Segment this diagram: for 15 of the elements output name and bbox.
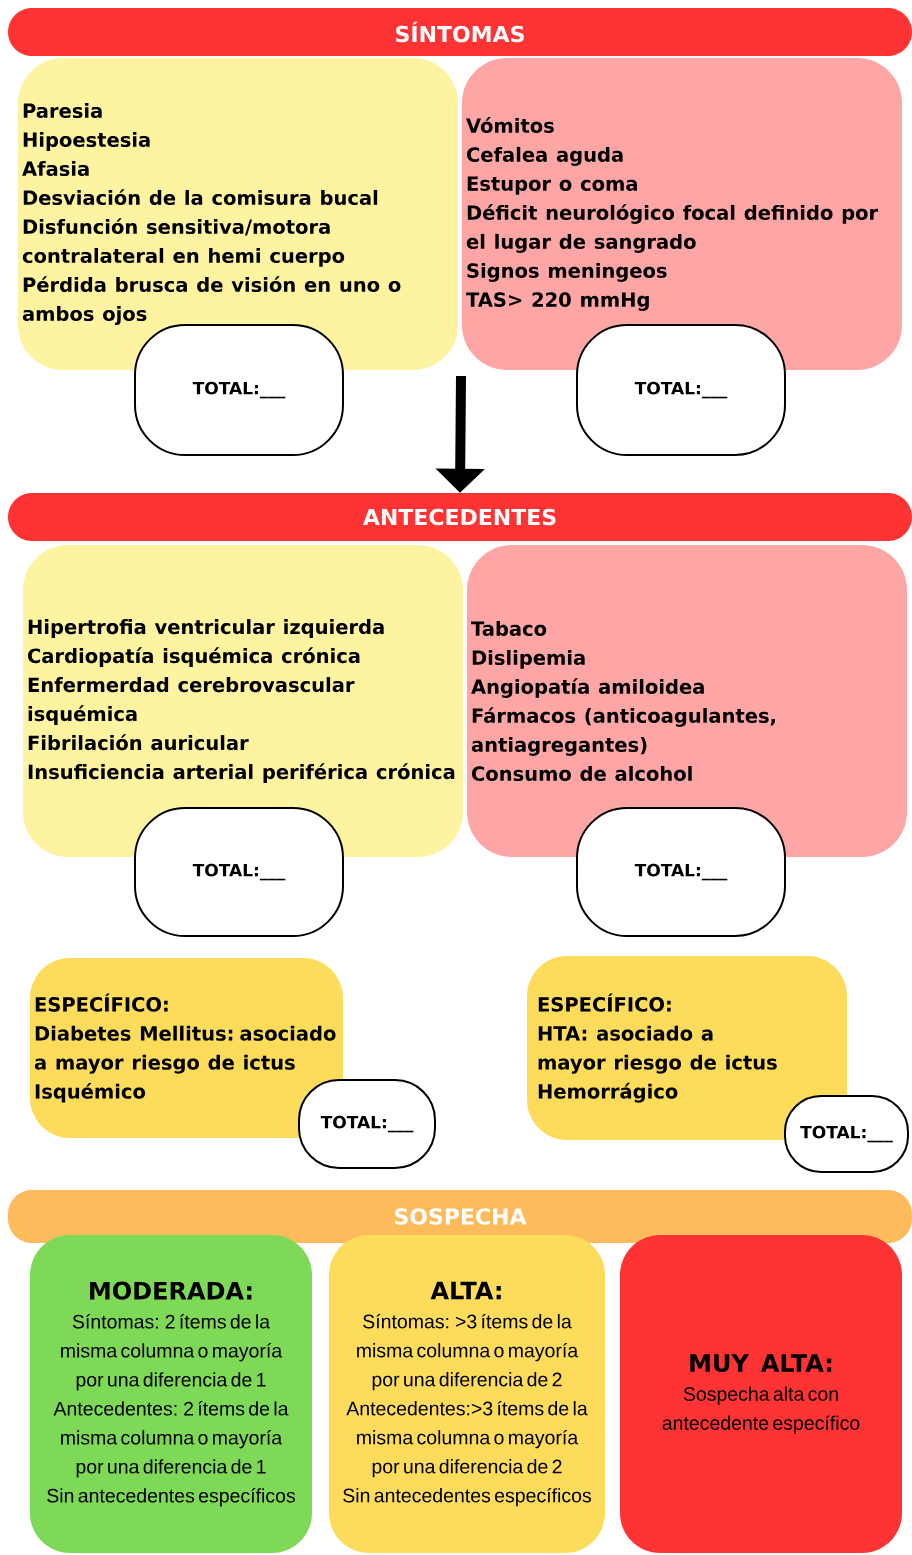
list-box: Paresia Hipoestesia Afasia Desviación de la comisura bucal Disfunción sensitiva/motora contralateral en hemi cuerpo Pérdida brusca de visión en uno o ambos ojos [18, 58, 458, 370]
total-box: TOTAL:___ [298, 1079, 436, 1169]
section-banner: SÍNTOMAS [8, 8, 912, 56]
list-box: Hipertrofia ventricular izquierda Cardiopatía isquémica crónica Enfermerdad cerebrovascular isquémica Fibrilación auricular Insuficiencia arterial periférica crónica [23, 545, 463, 857]
level-box: MODERADA: Síntomas: 2 ítems de la misma columna o mayoría por una diferencia de 1 Antecedentes: 2 ítems de la misma columna o mayoría por una diferencia de 1 Sin antecedentes específicos [30, 1235, 312, 1553]
section-banner: ANTECEDENTES [8, 493, 912, 541]
total-box: TOTAL:___ [134, 324, 344, 456]
total-box: TOTAL:___ [784, 1095, 909, 1173]
list-box: Tabaco Dislipemia Angiopatía amiloidea Fármacos (anticoagulantes, antiagregantes) Consumo de alcohol [467, 545, 907, 857]
total-box: TOTAL:___ [134, 807, 344, 937]
total-box: TOTAL:___ [576, 324, 786, 456]
total-box: TOTAL:___ [576, 807, 786, 937]
list-box: Vómitos Cefalea aguda Estupor o coma Déficit neurológico focal definido por el lugar de sangrado Signos meningeos TAS> 220 mmHg [462, 58, 902, 370]
level-box: MUY ALTA: Sospecha alta con antecedente específico [620, 1235, 902, 1553]
level-box: ALTA: Síntomas: >3 ítems de la misma columna o mayoría por una diferencia de 2 Antecedentes:>3 ítems de la misma columna o mayoría por una diferencia de 2 Sin antecedentes específicos [329, 1235, 605, 1553]
